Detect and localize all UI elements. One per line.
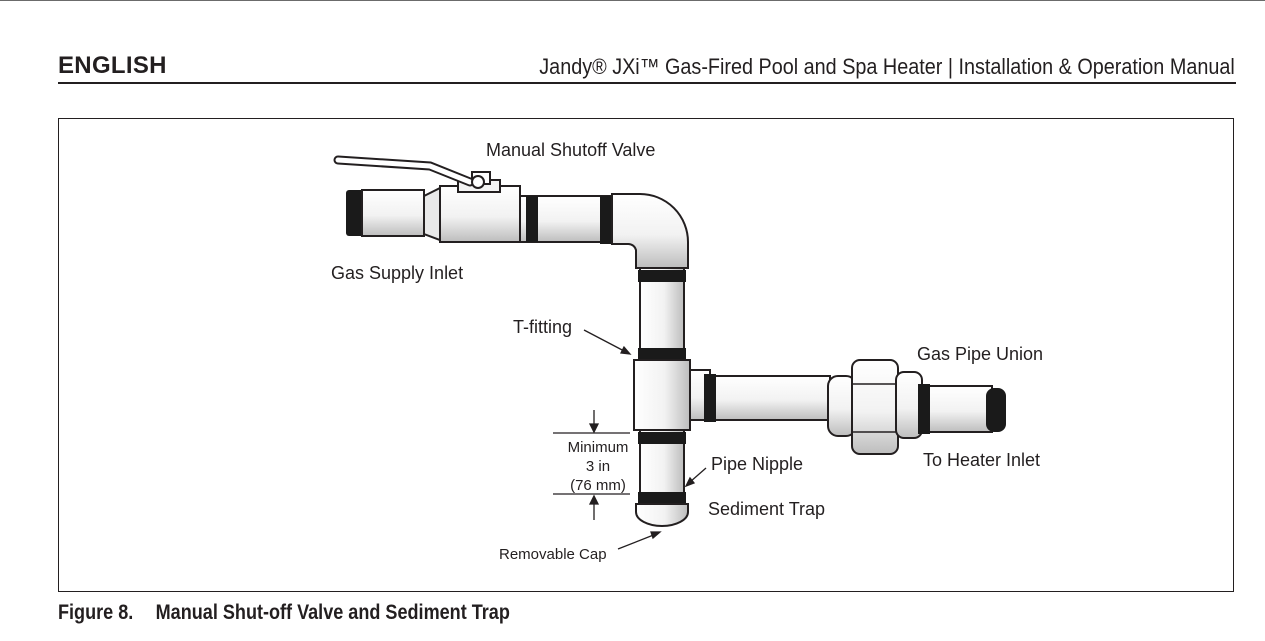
- vertical-pipe-section: [638, 267, 686, 360]
- label-minimum-line1: Minimum: [568, 439, 629, 456]
- gas-pipe-union: [827, 359, 923, 455]
- label-manual-shutoff-valve: Manual Shutoff Valve: [486, 140, 655, 160]
- figure-caption: Figure 8. Manual Shut-off Valve and Sedim…: [58, 601, 510, 625]
- to-heater-inlet-pipe: [918, 384, 1006, 434]
- removable-cap: [635, 503, 689, 527]
- document-title: Jandy® JXi™ Gas-Fired Pool and Spa Heate…: [539, 54, 1235, 79]
- label-minimum-line3: (76 mm): [570, 477, 626, 494]
- top-rule: [0, 0, 1265, 1]
- minimum-dimension: [553, 410, 630, 520]
- pipe-nipple: [638, 429, 686, 504]
- heater-supply-pipe: [704, 374, 831, 422]
- t-fitting: [633, 359, 711, 431]
- label-gas-pipe-union: Gas Pipe Union: [917, 344, 1043, 364]
- language-label: ENGLISH: [58, 52, 167, 79]
- label-t-fitting: T-fitting: [513, 317, 572, 337]
- pipe-elbow: [611, 193, 689, 269]
- figure-frame: [58, 118, 1234, 592]
- figure-number: Figure 8.: [58, 601, 134, 624]
- label-minimum-line2: 3 in: [586, 458, 610, 475]
- label-pipe-nipple: Pipe Nipple: [711, 454, 803, 474]
- label-removable-cap: Removable Cap: [499, 546, 607, 563]
- label-sediment-trap: Sediment Trap: [708, 499, 825, 519]
- gas-supply-inlet-pipe: [346, 189, 425, 237]
- supply-pipe-section: [519, 195, 614, 244]
- manual-shutoff-valve: [333, 155, 521, 243]
- figure-title: Manual Shut-off Valve and Sediment Trap: [155, 601, 510, 624]
- label-gas-supply-inlet: Gas Supply Inlet: [331, 263, 463, 283]
- label-to-heater-inlet: To Heater Inlet: [923, 450, 1040, 470]
- header-rule: [58, 82, 1236, 84]
- leader-lines: [583, 329, 707, 550]
